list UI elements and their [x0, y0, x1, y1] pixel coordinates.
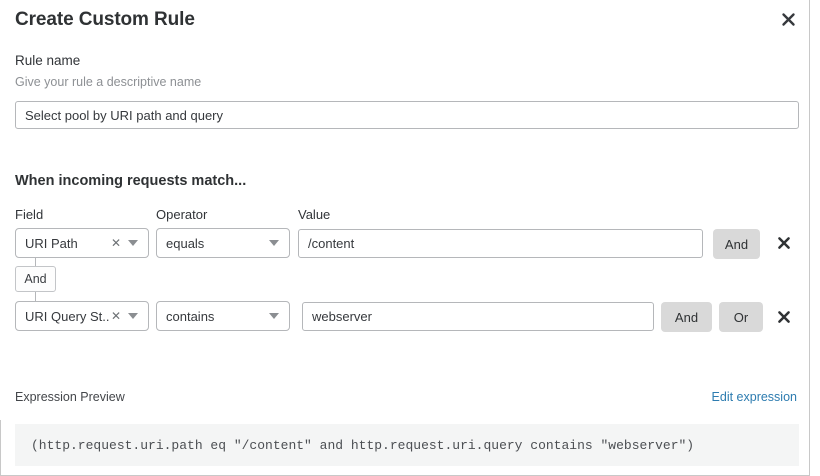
expression-preview-code: (http.request.uri.path eq "/content" and…	[31, 437, 695, 453]
rule-name-sublabel: Give your rule a descriptive name	[15, 75, 202, 89]
clear-icon[interactable]: ✕	[110, 236, 121, 250]
delete-icon	[778, 237, 790, 249]
rule-name-label: Rule name	[15, 53, 81, 68]
column-label-operator: Operator	[156, 207, 208, 222]
rule-name-input[interactable]	[15, 101, 799, 129]
operator-select-row-0[interactable]: equals	[156, 228, 290, 258]
expression-preview-label: Expression Preview	[15, 390, 125, 404]
value-input-row-1[interactable]	[302, 302, 654, 331]
delete-row-button-row-0[interactable]	[773, 232, 795, 254]
value-input-row-0[interactable]	[298, 229, 703, 258]
and-button-row-0[interactable]: And	[713, 229, 760, 259]
field-select-value-row-0: URI Path	[25, 235, 78, 251]
chevron-down-icon	[269, 313, 279, 319]
connector-and-badge[interactable]: And	[15, 266, 56, 292]
field-select-row-0[interactable]: URI Path ✕	[15, 228, 149, 258]
dialog-left-border	[0, 420, 1, 476]
field-select-row-1[interactable]: URI Query St... ✕	[15, 301, 149, 331]
and-button-row-1[interactable]: And	[661, 302, 712, 332]
connector-line-bottom	[35, 292, 36, 301]
dialog-title: Create Custom Rule	[15, 9, 195, 30]
expression-preview-box: (http.request.uri.path eq "/content" and…	[15, 424, 799, 466]
operator-select-value-row-0: equals	[166, 235, 205, 251]
field-select-value-row-1: URI Query St...	[25, 308, 109, 324]
operator-select-row-1[interactable]: contains	[156, 301, 290, 331]
chevron-down-icon	[128, 313, 138, 319]
chevron-down-icon	[269, 240, 279, 246]
column-label-field: Field	[15, 207, 44, 222]
connector-line-top	[35, 258, 36, 267]
close-icon-glyph	[781, 12, 795, 26]
edit-expression-link[interactable]: Edit expression	[711, 390, 797, 404]
match-section-heading: When incoming requests match...	[15, 173, 247, 189]
close-icon[interactable]	[775, 6, 801, 32]
or-button-row-1[interactable]: Or	[719, 302, 763, 332]
chevron-down-icon	[128, 240, 138, 246]
delete-icon	[778, 311, 790, 323]
delete-row-button-row-1[interactable]	[773, 306, 795, 328]
clear-icon[interactable]: ✕	[110, 309, 121, 323]
column-label-value: Value	[298, 207, 331, 222]
operator-select-value-row-1: contains	[166, 308, 215, 324]
